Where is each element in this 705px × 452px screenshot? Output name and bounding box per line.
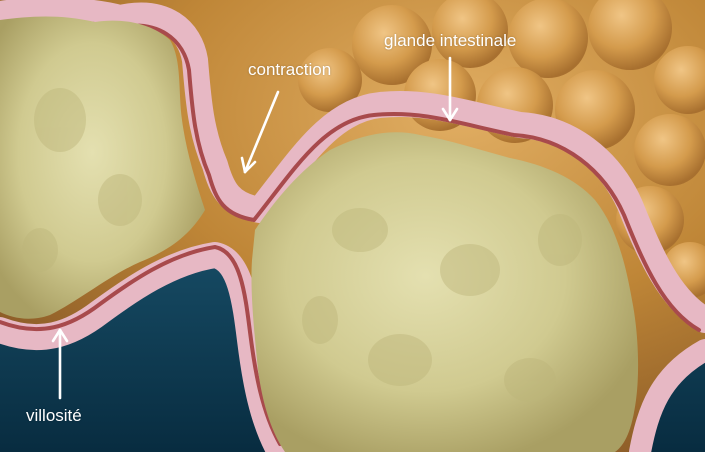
label-contraction: contraction <box>248 60 331 80</box>
label-glande-intestinale: glande intestinale <box>384 31 516 51</box>
label-villosite: villosité <box>26 406 82 426</box>
